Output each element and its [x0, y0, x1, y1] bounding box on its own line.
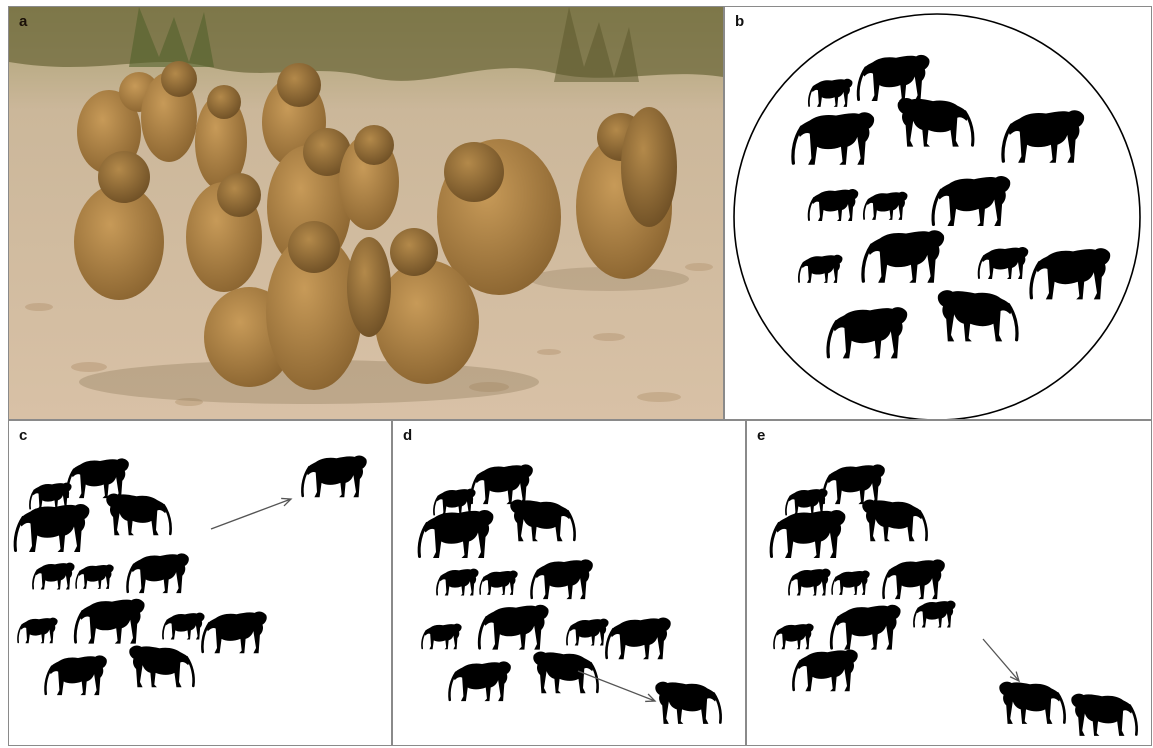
baboon-silhouette-icon-c-3 — [15, 504, 89, 552]
baboon-silhouette-icon-d-10 — [567, 619, 609, 646]
baboon-silhouette-icon-c-4 — [106, 494, 170, 536]
baboon-silhouette-icon-e-5 — [789, 569, 831, 596]
baboon-silhouette-icon-d-13 — [533, 652, 597, 694]
baboon-silhouette-icon-e-2 — [823, 464, 884, 504]
baboon-silhouette-icon-d-12 — [449, 661, 510, 701]
arrow-icon-e — [983, 639, 1019, 681]
baboon-silhouette-icon-b-12 — [1031, 248, 1110, 299]
baboon-silhouette-icon-e-4 — [862, 500, 926, 542]
panel-c-drawing — [9, 421, 391, 745]
baboon-silhouette-icon-c-6 — [76, 564, 114, 588]
baboon-silhouette-icon-e-11 — [793, 650, 857, 692]
panel-e-two-depart: e — [746, 420, 1152, 746]
panel-b-cohesive-group: b — [724, 6, 1152, 420]
panel-b-drawing — [725, 7, 1151, 419]
baboon-silhouette-icon-b-4 — [898, 98, 973, 147]
baboon-silhouette-icon-d-4 — [510, 500, 574, 542]
baboon-silhouette-icon-b-14 — [938, 290, 1017, 341]
baboon-silhouette-icon-c-10 — [163, 613, 205, 640]
baboon-silhouette-icon-d-7 — [531, 559, 592, 599]
baboon-silhouette-icon-e-13 — [1071, 694, 1136, 736]
baboon-silhouette-icon-e-6 — [832, 570, 870, 594]
panel-d-one-departs: d — [392, 420, 746, 746]
baboon-silhouette-icon-b-13 — [828, 307, 907, 358]
baboon-silhouette-icon-c-14 — [302, 456, 366, 498]
baboon-silhouette-icon-b-3 — [793, 112, 874, 165]
panel-label-b: b — [735, 13, 744, 30]
panel-c-one-departs: c — [8, 420, 392, 746]
baboon-silhouette-icon-b-5 — [1003, 110, 1084, 163]
panel-e-drawing — [747, 421, 1151, 745]
baboon-silhouette-icon-e-3 — [771, 510, 845, 558]
baboon-silhouette-icon-c-12 — [45, 655, 106, 695]
baboon-silhouette-icon-e-12 — [999, 682, 1064, 724]
baboon-silhouette-icon-d-14 — [655, 682, 720, 724]
baboon-silhouette-icon-d-8 — [422, 624, 462, 650]
baboon-silhouette-icon-e-7 — [883, 559, 944, 599]
arrow-icon-c — [211, 498, 291, 529]
baboon-silhouette-icon-c-5 — [33, 563, 75, 590]
baboon-silhouette-icon-d-2 — [471, 464, 532, 504]
baboon-silhouette-icon-b-10 — [863, 230, 944, 283]
baboon-silhouette-icon-c-11 — [202, 612, 266, 654]
panel-d-drawing — [393, 421, 745, 745]
baboon-silhouette-icon-d-6 — [480, 570, 518, 594]
arrow-icon-d — [578, 671, 655, 701]
baboon-silhouette-icon-d-9 — [479, 605, 548, 650]
baboon-silhouette-icon-d-11 — [606, 618, 670, 660]
baboon-silhouette-icon-d-3 — [419, 510, 493, 558]
baboon-silhouette-icon-c-2 — [67, 458, 128, 498]
panel-label-e: e — [757, 427, 765, 444]
panel-a-photo: a — [8, 6, 724, 420]
baboon-silhouette-icon-d-5 — [437, 569, 479, 596]
baboon-silhouette-icon-e-9 — [831, 605, 900, 650]
baboon-silhouette-icon-b-8 — [933, 176, 1010, 226]
baboon-silhouette-icon-c-7 — [127, 553, 188, 593]
baboon-silhouette-icon-c-9 — [75, 599, 144, 644]
baboon-silhouette-icon-b-7 — [864, 192, 908, 220]
baboon-silhouette-icon-b-1 — [809, 79, 853, 107]
panel-label-d: d — [403, 427, 412, 444]
group-boundary-circle — [734, 14, 1140, 419]
baboon-silhouette-icon-b-6 — [809, 189, 859, 221]
baboon-silhouette-icon-e-8 — [774, 624, 814, 650]
baboon-silhouette-icon-c-13 — [129, 646, 193, 688]
baboon-silhouette-icon-b-9 — [799, 255, 843, 283]
panel-label-a: a — [19, 13, 27, 30]
baboon-silhouette-icon-b-2 — [858, 55, 929, 101]
baboon-silhouette-icon-b-11 — [979, 247, 1029, 279]
baboon-group-photo — [9, 7, 723, 419]
baboon-silhouette-icon-e-10 — [914, 601, 956, 628]
panel-label-c: c — [19, 427, 27, 444]
baboon-silhouette-icon-c-8 — [18, 618, 58, 644]
